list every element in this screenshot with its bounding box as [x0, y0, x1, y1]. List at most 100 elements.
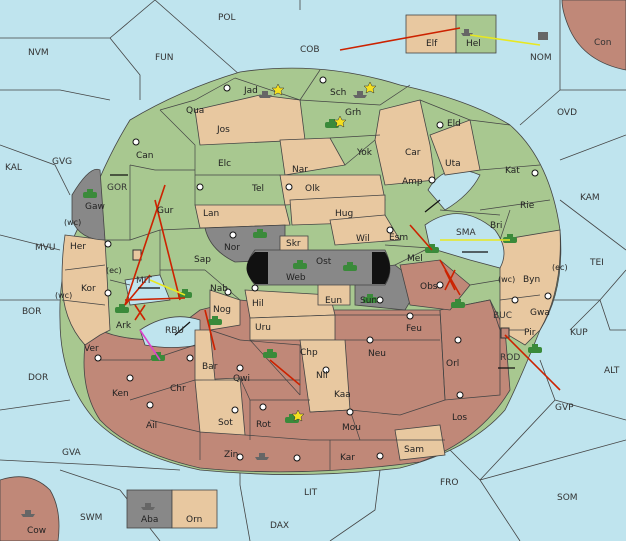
star-markers — [271, 81, 377, 422]
province-label-can: Can — [136, 151, 154, 161]
province-jos[interactable] — [194, 94, 306, 146]
star-icon — [291, 409, 305, 422]
province-lan[interactable] — [194, 204, 291, 229]
province-label-olk: Olk — [305, 184, 321, 194]
province-orn[interactable] — [171, 489, 218, 529]
province-label-bri: Bri — [490, 221, 502, 231]
sea-label-bor: BOR — [22, 307, 41, 317]
sea-label-pol: POL — [218, 13, 236, 23]
province-label-los: Los — [452, 413, 467, 423]
army-icon — [538, 32, 548, 40]
province-label-byn: Byn — [523, 275, 540, 285]
fleet-icon — [141, 503, 155, 510]
province-label-ver: Ver — [84, 344, 99, 354]
sea-label-kup: KUP — [570, 328, 588, 338]
province-label-orn: Orn — [186, 515, 202, 525]
tank-icon — [363, 294, 377, 303]
province-label-sap: Sap — [194, 255, 211, 265]
province-label-car: Car — [405, 148, 421, 158]
province-label-sam: Sam — [404, 445, 424, 455]
star-icon — [363, 81, 377, 94]
province-label-kat: Kat — [505, 166, 520, 176]
province-label-web: Web — [286, 273, 306, 283]
tank-icon — [343, 262, 357, 271]
province-label-ark: Ark — [116, 321, 132, 331]
province-label-sun: Sun — [360, 296, 377, 306]
province-label-ost: Ost — [316, 257, 332, 267]
sea-label-sma: SMA — [456, 228, 476, 238]
tank-icon — [263, 349, 277, 358]
province-label-skr: Skr — [286, 239, 301, 249]
province-label-mou: Mou — [342, 423, 361, 433]
double-arrows — [110, 174, 515, 369]
sea-label-nvm: NVM — [28, 48, 49, 58]
province-label-uta: Uta — [445, 159, 461, 169]
sea-label-tei: TEI — [589, 258, 604, 268]
coast-label-ec-kor: (ec) — [106, 266, 122, 275]
province-label-nar: Nar — [292, 165, 308, 175]
sea-label-fro: FRO — [440, 478, 459, 488]
fleet-icon — [255, 453, 269, 460]
province-label-amp: Amp — [402, 177, 423, 187]
province-label-orl: Orl — [446, 359, 459, 369]
sea-label-gvp: GVP — [555, 403, 574, 413]
sea-label-svm: SWM — [80, 513, 102, 523]
province-label-neu: Neu — [368, 349, 386, 359]
sea-label-cob: COB — [300, 45, 320, 55]
tank-icon — [528, 344, 542, 353]
sea-label-lit: LIT — [304, 488, 318, 498]
fleet-icon — [21, 510, 35, 517]
province-obs-bg — [399, 259, 471, 311]
coast-labels: (wc) (ec) (wc) (wc) (ec) — [55, 218, 568, 300]
coast-label-wc-byn: (wc) — [498, 275, 515, 284]
fleet-icon — [353, 91, 367, 98]
province-hel[interactable] — [455, 14, 497, 54]
province-label-chp: Chp — [300, 348, 318, 358]
tank-icon — [115, 304, 129, 313]
lake-sma — [424, 213, 505, 269]
sea-labels: POL NVM FUN COB NOM Con OVD KAL GVG KAM … — [5, 13, 620, 531]
sea-label-alt: ALT — [604, 366, 620, 376]
orders — [124, 27, 561, 391]
sea-label-kam: KAM — [580, 193, 600, 203]
sea-label-gva: GVA — [62, 448, 82, 458]
province-orl-bg — [439, 299, 501, 401]
province-con[interactable] — [561, 0, 626, 71]
province-elf[interactable] — [405, 14, 457, 54]
sea-label-fun: FUN — [155, 53, 174, 63]
sea-label-dax: DAX — [270, 521, 289, 531]
province-cow[interactable] — [0, 476, 60, 541]
region-west-coast — [61, 234, 111, 346]
tank-icon — [451, 299, 465, 308]
province-label-gur: Gur — [157, 206, 174, 216]
province-sam-bg — [394, 424, 446, 461]
province-label-sch: Sch — [330, 88, 346, 98]
province-label-kor: Kor — [81, 284, 96, 294]
province-label-yok: Yok — [356, 148, 373, 158]
province-label-nor: Nor — [224, 243, 240, 253]
province-label-aba: Aba — [141, 515, 158, 525]
province-label-ail: Ail — [146, 421, 157, 431]
province-label-elf: Elf — [426, 39, 438, 49]
tank-icon — [253, 229, 267, 238]
province-label-mel: Mel — [407, 254, 423, 264]
coast-label-ec-byn: (ec) — [552, 263, 568, 272]
province-label-hel: Hel — [466, 39, 481, 49]
coast-label-wc-kor: (wc) — [55, 291, 72, 300]
sea-label-mit: MIT — [136, 276, 152, 286]
province-wil[interactable] — [329, 214, 401, 246]
province-label-wil: Wil — [356, 234, 370, 244]
province-labels: Elf Hel Jad Sch Qua Jos Grh Eld Can Elc … — [27, 39, 550, 536]
province-label-kar: Kar — [340, 453, 355, 463]
fleet-icon — [461, 29, 473, 36]
province-label-obs: Obs — [420, 282, 438, 292]
province-label-qwi: Qwi — [233, 374, 250, 384]
army-icon — [500, 327, 510, 339]
province-label-elc: Elc — [218, 159, 231, 169]
region-east-coast — [499, 229, 561, 346]
province-label-uru: Uru — [255, 323, 271, 333]
lake-north-east — [427, 169, 481, 211]
tank-icon — [325, 119, 339, 128]
star-icon — [333, 115, 347, 128]
